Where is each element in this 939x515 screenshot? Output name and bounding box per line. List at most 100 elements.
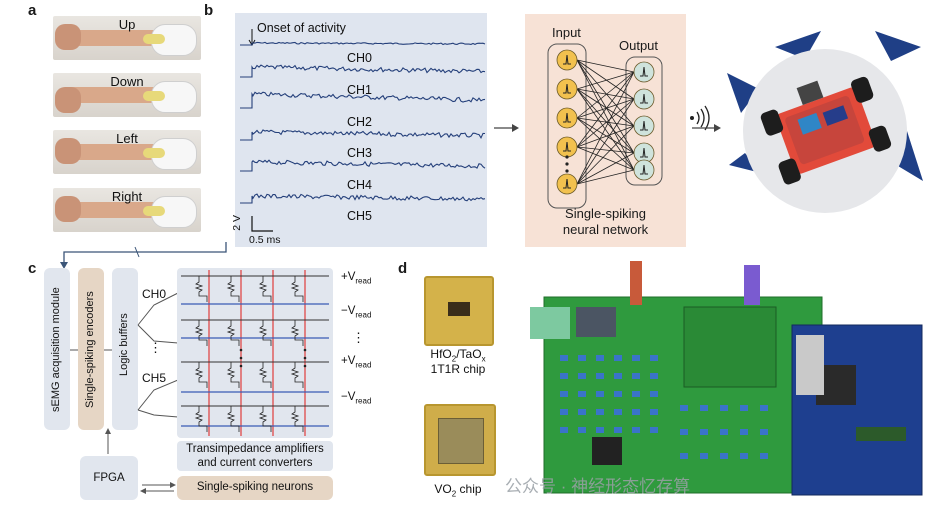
memristor-cell (226, 276, 240, 302)
board-component (578, 373, 586, 379)
emg-trace-ch2 (240, 91, 486, 109)
board-component (614, 373, 622, 379)
channel-dots: ⋮ (149, 340, 162, 355)
memristor-cell (194, 320, 208, 346)
gesture-photo-right: Right (53, 188, 201, 232)
crossbar-ellipsis-dot (239, 356, 243, 360)
onset-label: Onset of activity (257, 21, 346, 35)
memristor-cell (194, 362, 208, 388)
channel-ch0: CH0 (142, 287, 167, 301)
board-component (632, 355, 640, 361)
board-component (720, 453, 728, 459)
board-component (650, 373, 658, 379)
snn-connection (576, 59, 635, 73)
snn-caption-line1: Single-spiking (565, 206, 646, 221)
vread-plus-2: +Vread (341, 355, 372, 370)
emg-traces-panel (235, 13, 487, 247)
snn-connection (576, 71, 635, 90)
vo2-chip-label: VO2 chip (434, 482, 482, 499)
snn-connection (576, 71, 635, 185)
gesture-photo-up: Up (53, 16, 201, 60)
memristor-cell (290, 362, 304, 388)
scale-time: 0.5 ms (249, 234, 281, 246)
board-component (680, 405, 688, 411)
board-component (650, 409, 658, 415)
board-component (632, 409, 640, 415)
snn-connection (576, 125, 635, 148)
snn-output-neuron (633, 61, 655, 83)
board-component (596, 427, 604, 433)
spike-icon (640, 66, 648, 77)
fanout-lines (137, 292, 179, 418)
semg-module-label: sEMG acquisition module (50, 287, 62, 413)
board-component (700, 453, 708, 459)
snn-connection (576, 117, 635, 127)
snn-input-neuron (556, 136, 578, 158)
snn-output-label: Output (619, 38, 659, 53)
tia-line2: and current converters (197, 457, 313, 469)
vread-minus-2: −Vread (341, 391, 372, 406)
snn-connection (576, 152, 635, 185)
neurons-box (177, 476, 333, 500)
board-component (680, 429, 688, 435)
board-component (560, 391, 568, 397)
logic-buffer-box (112, 268, 138, 430)
board-component (578, 355, 586, 361)
fpga-label: FPGA (93, 472, 125, 484)
hfo2-chip-label: HfO2/TaOx (430, 347, 486, 364)
snn-ellipsis-dot (565, 155, 569, 159)
board-component (596, 391, 604, 397)
channel-ch5: CH5 (142, 371, 167, 385)
board-component (578, 427, 586, 433)
channel-label-ch4: CH4 (347, 178, 373, 192)
snn-input-neuron (556, 173, 578, 195)
spike-icon (563, 178, 571, 189)
crossbar-ellipsis-dot (239, 364, 243, 368)
gesture-photo-down: Down (53, 73, 201, 117)
board-component (632, 391, 640, 397)
robot-car-figure (727, 31, 923, 213)
emg-trace-ch0 (240, 41, 486, 46)
snn-connection (576, 169, 635, 185)
spike-icon (563, 83, 571, 94)
hardware-board-photo (530, 261, 923, 496)
board-component (720, 429, 728, 435)
board-component (632, 427, 640, 433)
tia-line1: Transimpedance amplifiers (186, 443, 324, 455)
board-component (740, 453, 748, 459)
memristor-cell (194, 406, 208, 432)
fpga-arrows (105, 428, 176, 494)
panel-letter-d: d (398, 260, 408, 277)
snn-connection (576, 98, 635, 148)
crossbar-ellipsis-dot (303, 348, 307, 352)
snn-connection (576, 59, 635, 127)
direction-up-icon (775, 31, 821, 59)
snn-ellipsis-dot (565, 162, 569, 166)
gesture-label-down: Down (110, 74, 144, 89)
snn-input-neuron (556, 49, 578, 71)
memristor-cell (258, 362, 272, 388)
emg-trace-ch1 (240, 64, 486, 78)
emg-trace-ch5 (240, 193, 486, 204)
tia-box (177, 441, 333, 471)
snn-connection (576, 59, 635, 154)
board-component (740, 405, 748, 411)
board-component (560, 427, 568, 433)
emg-trace-ch4 (240, 159, 486, 172)
channel-label-ch0: CH0 (347, 51, 373, 65)
crossbar-array (181, 270, 329, 436)
snn-connection (576, 117, 635, 154)
snn-input-neuron (556, 107, 578, 129)
spike-icon (640, 164, 648, 175)
direction-right-icon (875, 31, 921, 61)
snn-input-label: Input (552, 25, 581, 40)
scale-voltage: 2 V (231, 215, 243, 231)
memristor-cell (194, 276, 208, 302)
panel-letter-c: c (28, 260, 37, 277)
direction-down-icon (893, 131, 923, 181)
snn-diagram (547, 43, 663, 209)
board-component (700, 429, 708, 435)
gesture-label-right: Right (111, 189, 143, 204)
snn-output-neuron (633, 159, 655, 181)
memristor-cell (290, 276, 304, 302)
